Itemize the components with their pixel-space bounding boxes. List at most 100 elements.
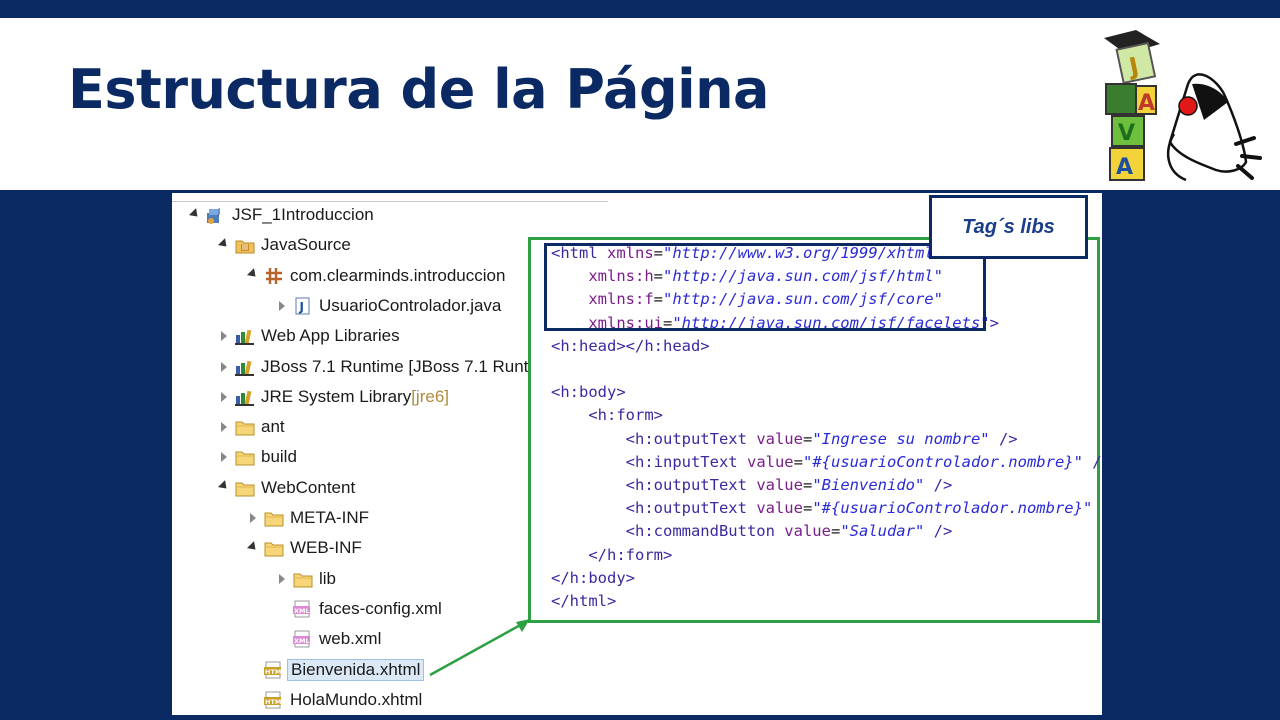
tree-item[interactable]: JBoss 7.1 Runtime [JBoss 7.1 Runti	[219, 354, 532, 380]
slide-title: Estructura de la Página	[68, 58, 770, 121]
collapse-toggle-icon[interactable]	[219, 421, 229, 433]
tree-item-label: JBoss 7.1 Runtime [JBoss 7.1 Runti	[261, 356, 533, 376]
code-token: <h:commandButton	[625, 522, 785, 541]
tree-item[interactable]: build	[219, 444, 297, 470]
html-file-icon: HTM	[264, 661, 284, 679]
folder-icon	[235, 418, 255, 436]
collapse-toggle-icon[interactable]	[248, 512, 258, 524]
code-token: "http://java.sun.com/jsf/html"	[663, 267, 943, 286]
folder-icon	[235, 479, 255, 497]
tree-item[interactable]: JavaSource	[219, 232, 351, 258]
code-token: "#{usuarioControlador.nombre}"	[812, 499, 1093, 518]
collapse-toggle-icon[interactable]	[219, 361, 229, 373]
code-token	[551, 546, 588, 564]
code-token: </h:body>	[551, 568, 635, 587]
tree-item[interactable]: JRE System Library [jre6]	[219, 384, 449, 410]
code-line: <h:inputText value="#{usuarioControlador…	[551, 453, 1102, 471]
expand-toggle-icon[interactable]	[248, 270, 258, 282]
code-token: <h:outputText	[625, 499, 757, 518]
code-token: "Saludar"	[840, 522, 925, 541]
expand-toggle-icon[interactable]	[219, 239, 229, 251]
code-token: =	[662, 313, 673, 332]
tree-item-label: com.clearminds.introduccion	[290, 265, 506, 285]
code-line: xmlns:ui="http://java.sun.com/jsf/facele…	[551, 314, 999, 332]
tree-item[interactable]: Web App Libraries	[219, 323, 400, 349]
svg-text:HTM: HTM	[265, 698, 281, 706]
spacer	[277, 633, 287, 645]
code-token: value	[746, 452, 794, 471]
tree-item-label: WebContent	[261, 477, 356, 497]
tree-item[interactable]: WebContent	[219, 475, 355, 501]
tree-item[interactable]: J JSF_1Introduccion	[190, 202, 374, 228]
code-token: <h:body>	[551, 383, 626, 402]
collapse-toggle-icon[interactable]	[277, 300, 287, 312]
code-token: value	[756, 499, 803, 518]
code-line: <h:head></h:head>	[551, 337, 710, 355]
tree-item[interactable]: com.clearminds.introduccion	[248, 263, 505, 289]
code-token: xmlns:f	[588, 290, 654, 309]
code-token: <h:outputText	[625, 476, 757, 494]
tree-item[interactable]: lib	[277, 566, 336, 592]
java-file-icon: J	[293, 297, 313, 315]
tree-item-label: HolaMundo.xhtml	[290, 689, 423, 709]
code-token: =	[802, 429, 813, 448]
tree-item[interactable]: ant	[219, 414, 285, 440]
tree-item-label: Web App Libraries	[261, 326, 400, 346]
code-line: <h:outputText value="#{usuarioControlado…	[551, 499, 1102, 517]
code-editor: <html xmlns="http://www.w3.org/1999/xhtm…	[528, 237, 1102, 623]
tree-item[interactable]: HTM HolaMundo.xhtml	[248, 687, 422, 713]
source-folder-icon	[235, 236, 255, 254]
code-token: value	[784, 522, 831, 541]
block-letter: A	[1138, 91, 1155, 116]
code-token: "http://www.w3.org/1999/xhtml"	[663, 244, 943, 262]
svg-text:XML: XML	[294, 637, 310, 645]
expand-toggle-icon[interactable]	[219, 482, 229, 494]
divider	[172, 201, 608, 202]
folder-icon	[264, 509, 284, 527]
code-token: "http://java.sun.com/jsf/core"	[663, 290, 943, 309]
tree-item-label: lib	[319, 568, 337, 588]
code-token: </html>	[551, 592, 617, 610]
tree-item[interactable]: META-INF	[248, 505, 369, 531]
java-duke-mascot-icon: J A V A	[1104, 30, 1262, 182]
tree-item-label: JavaSource	[261, 235, 351, 255]
expand-toggle-icon[interactable]	[248, 542, 258, 554]
collapse-toggle-icon[interactable]	[219, 330, 229, 342]
collapse-toggle-icon[interactable]	[219, 451, 229, 463]
code-token: <h:inputText	[625, 452, 747, 471]
html-file-icon: HTM	[264, 691, 284, 709]
tree-item-label: JSF_1Introduccion	[232, 205, 374, 224]
code-token: =	[653, 244, 664, 262]
taglibs-callout: Tag´s libs	[929, 195, 1088, 259]
code-token: =	[793, 452, 803, 471]
code-line: </h:form>	[551, 546, 672, 564]
expand-toggle-icon[interactable]	[190, 209, 200, 221]
library-icon	[235, 358, 255, 376]
code-token: xmlns:h	[588, 267, 654, 286]
code-token: <h:outputText	[625, 429, 757, 448]
block-letter: V	[1118, 121, 1135, 146]
collapse-toggle-icon[interactable]	[219, 391, 229, 403]
code-line: <h:form>	[551, 406, 663, 424]
code-token: />	[1092, 499, 1103, 517]
code-line: <h:outputText value="Bienvenido" />	[551, 476, 953, 494]
code-token: "Ingrese su nombre"	[812, 429, 990, 448]
tree-item[interactable]: WEB-INF	[248, 535, 362, 561]
svg-text:J: J	[217, 207, 220, 216]
code-token: =	[802, 476, 813, 494]
code-token: <h:head></h:head>	[551, 336, 710, 355]
code-token: xmlns:ui	[588, 313, 663, 332]
code-line: <h:outputText value="Ingrese su nombre" …	[551, 430, 1018, 448]
tree-item-label: WEB-INF	[290, 538, 362, 558]
code-line: <h:body>	[551, 383, 626, 401]
tree-item-label: faces-config.xml	[319, 598, 442, 618]
tree-item-label: JRE System Library	[261, 386, 412, 406]
code-token: <html	[551, 244, 607, 262]
project-icon: J	[206, 206, 226, 224]
collapse-toggle-icon[interactable]	[277, 573, 287, 585]
code-token: =	[802, 499, 813, 518]
